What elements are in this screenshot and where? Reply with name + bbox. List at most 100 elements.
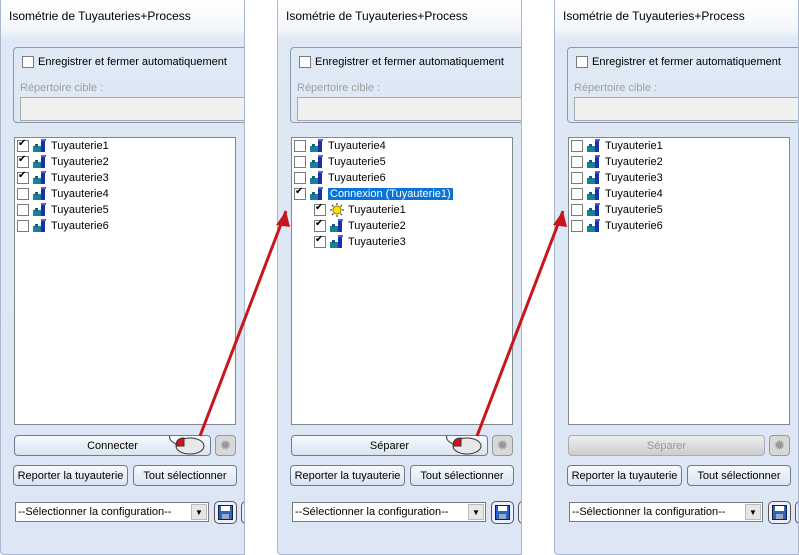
pipe-list[interactable]: Tuyauterie4 Tuyauterie5 Tuyauterie6 Conn…: [291, 137, 513, 425]
list-item[interactable]: Tuyauterie2: [15, 154, 235, 170]
item-checkbox[interactable]: [571, 188, 583, 200]
item-label: Tuyauterie6: [328, 172, 386, 184]
select-all-button[interactable]: Tout sélectionner: [410, 465, 514, 486]
chevron-down-icon[interactable]: ▼: [745, 504, 761, 520]
save-options-group: Enregistrer et fermer automatiquement Ré…: [290, 47, 521, 123]
item-checkbox[interactable]: [571, 220, 583, 232]
connect-button[interactable]: Connecter: [14, 435, 211, 456]
target-dir-input[interactable]: [297, 97, 521, 121]
item-label: Tuyauterie4: [328, 140, 386, 152]
panel-title: Isométrie de Tuyauteries+Process: [9, 9, 191, 23]
auto-save-checkbox[interactable]: Enregistrer et fermer automatiquement: [22, 56, 227, 68]
chevron-down-icon[interactable]: ▼: [468, 504, 484, 520]
list-item[interactable]: Tuyauterie4: [292, 138, 512, 154]
pipe-icon: [32, 171, 48, 185]
list-item[interactable]: Tuyauterie6: [569, 218, 789, 234]
settings-gear-icon[interactable]: ✹: [215, 435, 236, 456]
item-checkbox[interactable]: [17, 170, 29, 184]
list-item[interactable]: Tuyauterie5: [569, 202, 789, 218]
configuration-value: --Sélectionner la configuration--: [572, 506, 726, 518]
save-icon[interactable]: [214, 501, 237, 524]
target-dir-input[interactable]: [20, 97, 244, 121]
pipe-list[interactable]: Tuyauterie1 Tuyauterie2 Tuyauterie3 Tuya…: [14, 137, 236, 425]
separate-button[interactable]: Séparer: [291, 435, 488, 456]
list-item[interactable]: Tuyauterie4: [569, 186, 789, 202]
auto-save-label: Enregistrer et fermer automatiquement: [315, 56, 504, 68]
select-all-button[interactable]: Tout sélectionner: [687, 465, 791, 486]
item-checkbox[interactable]: [294, 156, 306, 168]
item-checkbox[interactable]: [571, 204, 583, 216]
item-checkbox[interactable]: [294, 140, 306, 152]
pipe-icon: [32, 139, 48, 153]
item-label: Tuyauterie1: [51, 140, 109, 152]
item-label: Tuyauterie1: [605, 140, 663, 152]
list-item[interactable]: Tuyauterie6: [15, 218, 235, 234]
item-checkbox[interactable]: [294, 172, 306, 184]
load-config-button[interactable]: [518, 501, 521, 524]
item-checkbox[interactable]: [314, 234, 326, 248]
pipe-icon: [309, 187, 325, 201]
checkbox[interactable]: [22, 56, 34, 68]
list-item[interactable]: Tuyauterie1: [569, 138, 789, 154]
pipe-icon: [586, 139, 602, 153]
target-dir-input[interactable]: [574, 97, 798, 121]
pipe-icon: [586, 155, 602, 169]
list-item[interactable]: Tuyauterie6: [292, 170, 512, 186]
separate-button[interactable]: Séparer: [568, 435, 765, 456]
load-config-button[interactable]: [241, 501, 244, 524]
save-icon[interactable]: [768, 501, 791, 524]
pipe-icon: [309, 171, 325, 185]
report-pipe-button[interactable]: Reporter la tuyauterie: [13, 465, 128, 486]
list-item[interactable]: Tuyauterie5: [292, 154, 512, 170]
item-label: Tuyauterie4: [51, 188, 109, 200]
item-checkbox[interactable]: [17, 138, 29, 152]
load-config-button[interactable]: [795, 501, 798, 524]
item-label: Tuyauterie2: [348, 220, 406, 232]
pipe-icon: [32, 155, 48, 169]
target-dir-label: Répertoire cible :: [574, 82, 658, 94]
sun-icon: [329, 203, 345, 217]
report-pipe-button[interactable]: Reporter la tuyauterie: [290, 465, 405, 486]
list-item[interactable]: Tuyauterie2: [569, 154, 789, 170]
select-all-button[interactable]: Tout sélectionner: [133, 465, 237, 486]
item-checkbox[interactable]: [17, 154, 29, 168]
list-item[interactable]: Tuyauterie2: [292, 218, 512, 234]
item-checkbox[interactable]: [294, 186, 306, 200]
panel-title: Isométrie de Tuyauteries+Process: [563, 9, 745, 23]
list-item[interactable]: Tuyauterie3: [569, 170, 789, 186]
auto-save-checkbox[interactable]: Enregistrer et fermer automatiquement: [299, 56, 504, 68]
list-item[interactable]: Tuyauterie3: [292, 234, 512, 250]
save-icon[interactable]: [491, 501, 514, 524]
list-item[interactable]: Tuyauterie5: [15, 202, 235, 218]
checkbox[interactable]: [299, 56, 311, 68]
settings-gear-icon[interactable]: ✹: [492, 435, 513, 456]
item-checkbox[interactable]: [17, 188, 29, 200]
list-item[interactable]: Connexion (Tuyauterie1): [292, 186, 512, 202]
list-item[interactable]: Tuyauterie4: [15, 186, 235, 202]
pipe-icon: [309, 155, 325, 169]
chevron-down-icon[interactable]: ▼: [191, 504, 207, 520]
pipe-icon: [586, 171, 602, 185]
item-checkbox[interactable]: [571, 156, 583, 168]
item-label: Tuyauterie4: [605, 188, 663, 200]
isometry-panel-1: Isométrie de Tuyauteries+Process Enregis…: [0, 0, 245, 555]
pipe-icon: [586, 187, 602, 201]
pipe-list[interactable]: Tuyauterie1 Tuyauterie2 Tuyauterie3 Tuya…: [568, 137, 790, 425]
item-checkbox[interactable]: [314, 202, 326, 216]
item-checkbox[interactable]: [571, 172, 583, 184]
item-checkbox[interactable]: [17, 204, 29, 216]
auto-save-checkbox[interactable]: Enregistrer et fermer automatiquement: [576, 56, 781, 68]
item-checkbox[interactable]: [17, 220, 29, 232]
list-item[interactable]: Tuyauterie3: [15, 170, 235, 186]
list-item[interactable]: Tuyauterie1: [292, 202, 512, 218]
checkbox[interactable]: [576, 56, 588, 68]
configuration-select[interactable]: --Sélectionner la configuration-- ▼: [569, 502, 763, 522]
settings-gear-icon[interactable]: ✹: [769, 435, 790, 456]
item-checkbox[interactable]: [571, 140, 583, 152]
list-item[interactable]: Tuyauterie1: [15, 138, 235, 154]
item-checkbox[interactable]: [314, 218, 326, 232]
configuration-select[interactable]: --Sélectionner la configuration--▼: [15, 502, 209, 522]
report-pipe-button[interactable]: Reporter la tuyauterie: [567, 465, 682, 486]
item-label: Tuyauterie3: [605, 172, 663, 184]
configuration-select[interactable]: --Sélectionner la configuration--▼: [292, 502, 486, 522]
